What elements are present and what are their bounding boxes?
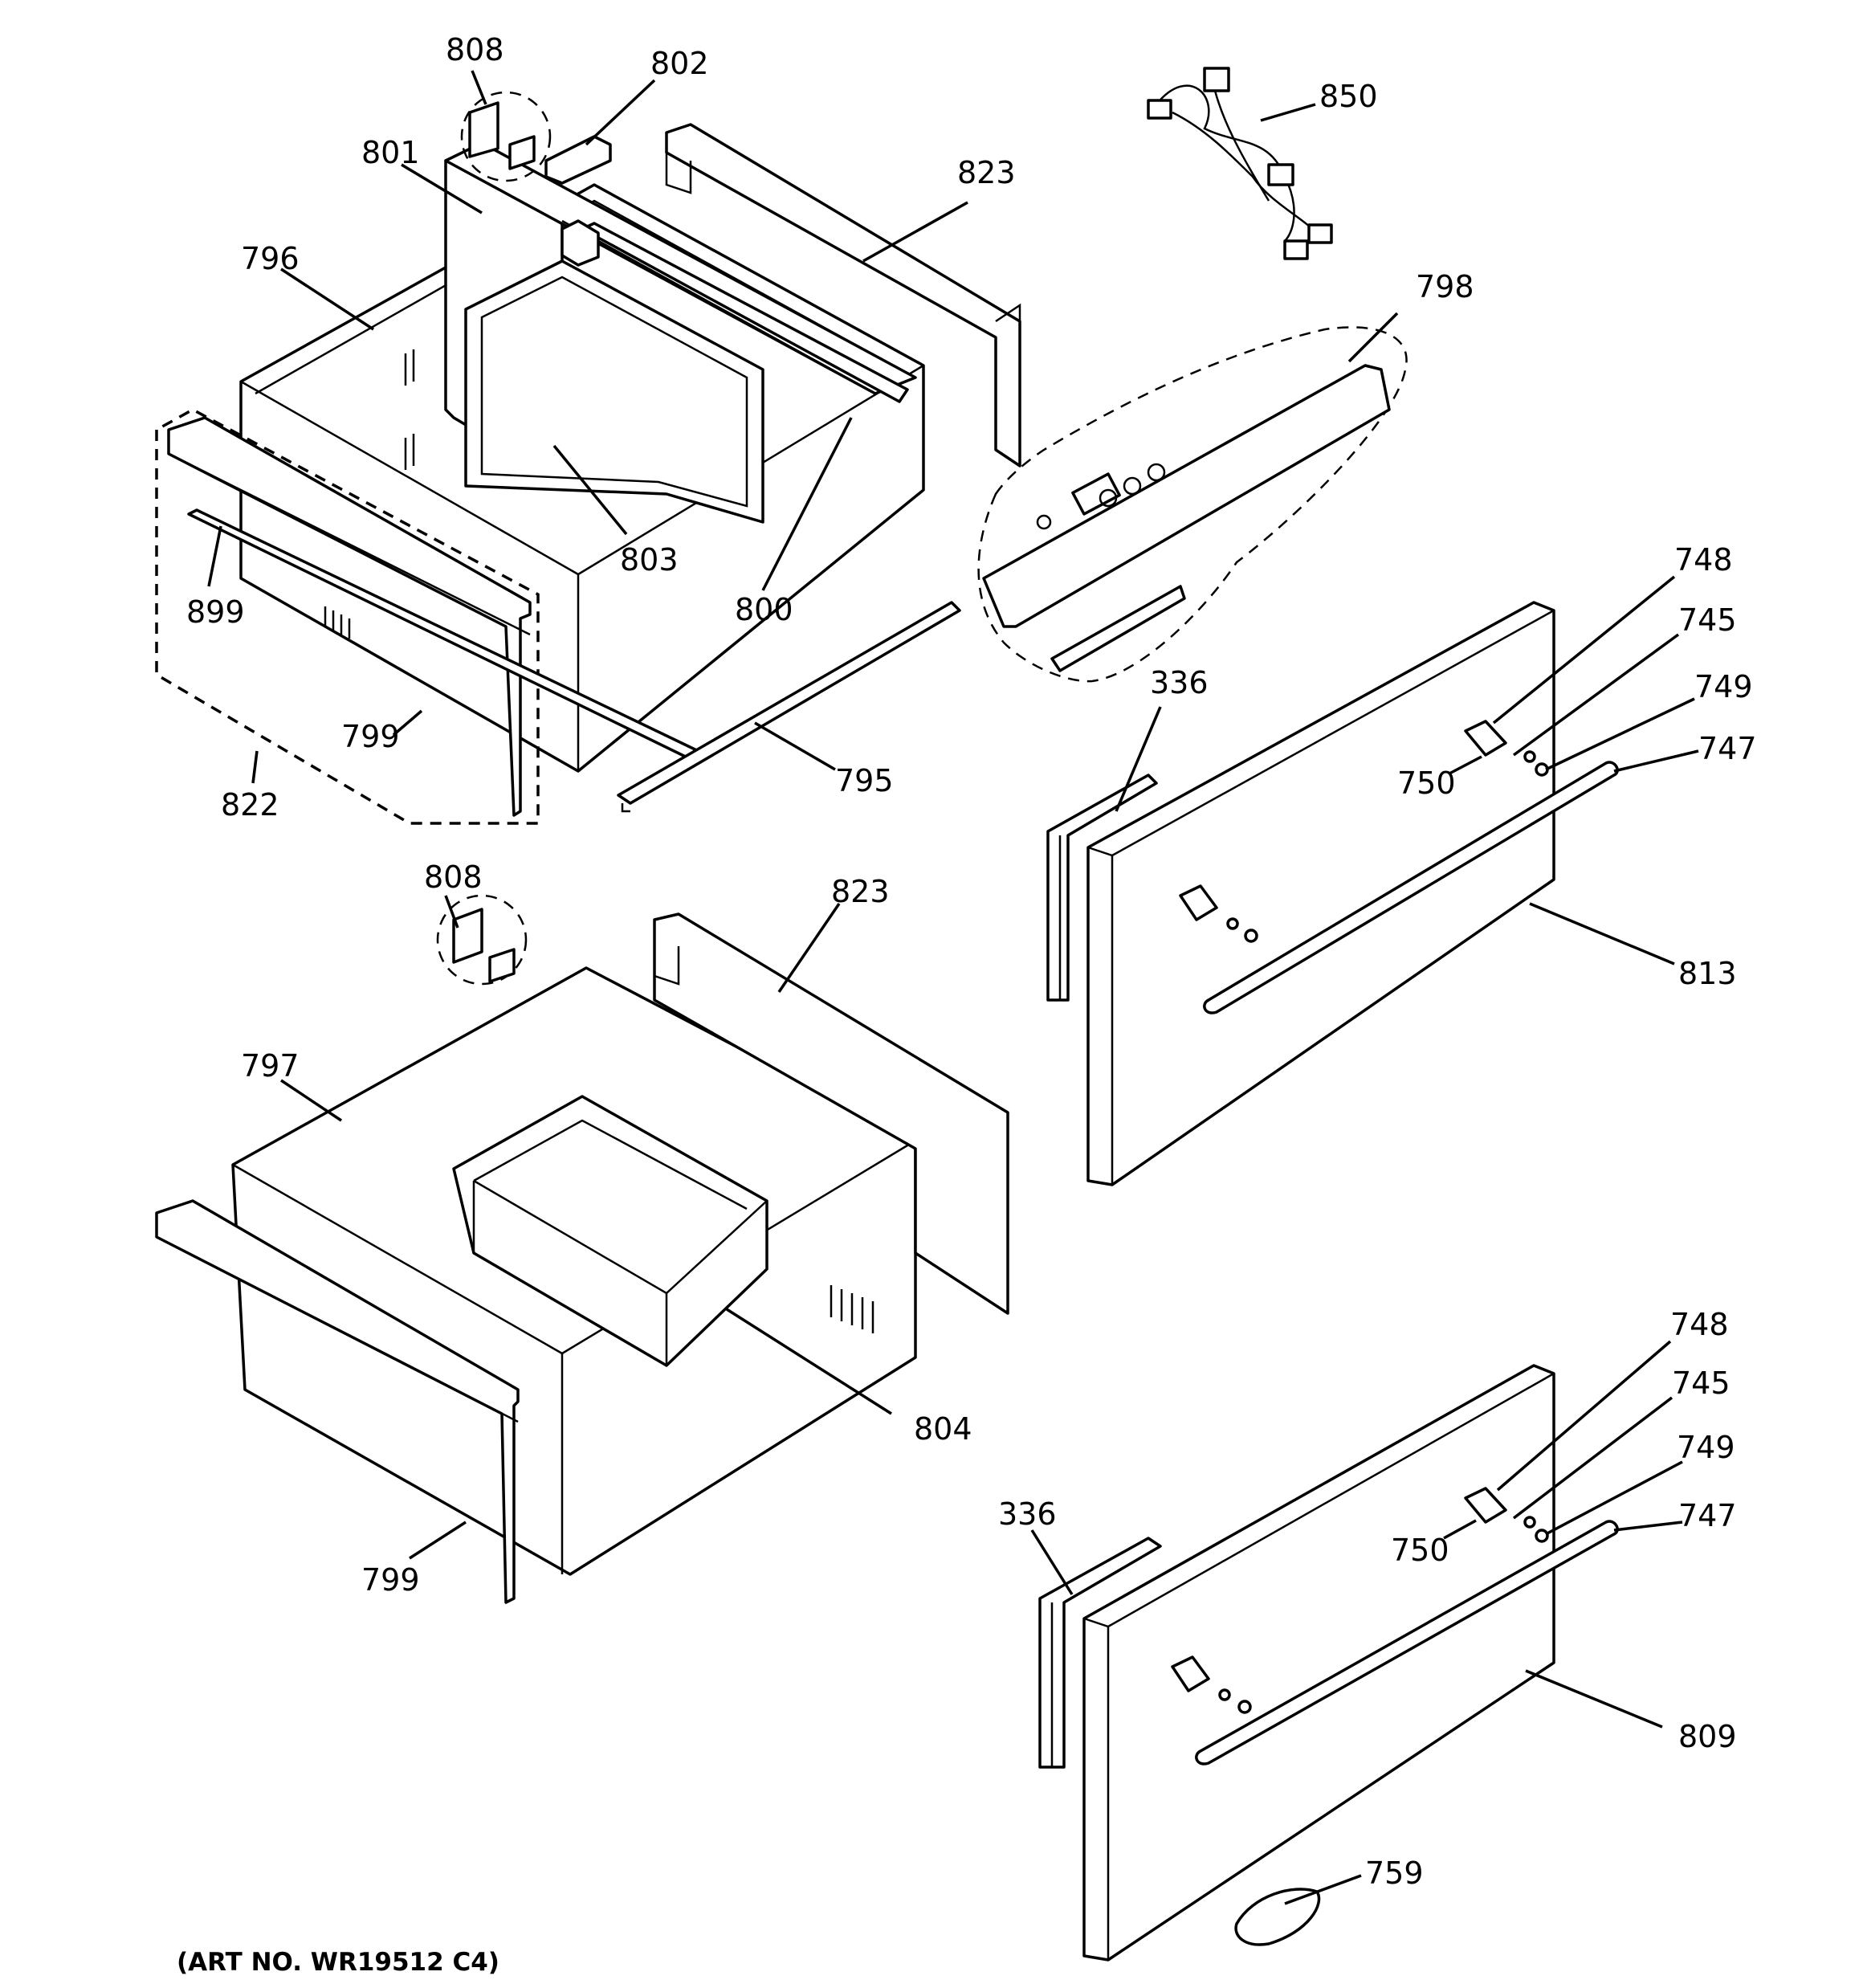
handle-747-upper bbox=[1203, 761, 1619, 1014]
clip-802 bbox=[544, 135, 612, 185]
label-850: 850 bbox=[1319, 79, 1378, 114]
clip-808-lower bbox=[452, 908, 483, 964]
label-798: 798 bbox=[1416, 269, 1474, 304]
clip-808-callout-upper bbox=[460, 91, 552, 182]
label-808b: 808 bbox=[424, 859, 483, 895]
label-747a: 747 bbox=[1698, 731, 1757, 766]
standoff-748-upper bbox=[1464, 720, 1507, 757]
label-750b: 750 bbox=[1391, 1533, 1449, 1568]
part-labels: 808 802 850 801 823 796 798 803 800 899 … bbox=[186, 32, 1757, 1891]
label-749a: 749 bbox=[1694, 669, 1753, 704]
label-803: 803 bbox=[620, 542, 679, 578]
label-745a: 745 bbox=[1678, 602, 1737, 638]
art-number: (ART NO. WR19512 C4) bbox=[177, 1948, 499, 1977]
front-vent-slots bbox=[324, 606, 351, 639]
label-336a: 336 bbox=[1150, 665, 1209, 700]
label-804: 804 bbox=[914, 1411, 972, 1447]
label-823a: 823 bbox=[957, 155, 1016, 190]
label-809: 809 bbox=[1678, 1719, 1737, 1754]
label-797: 797 bbox=[241, 1048, 300, 1084]
label-899: 899 bbox=[186, 594, 245, 630]
upper-drawer-assembly bbox=[155, 91, 1021, 825]
label-795: 795 bbox=[835, 763, 894, 798]
slide-823-upper bbox=[665, 123, 1021, 467]
rail-bracket bbox=[561, 219, 600, 267]
label-745b: 745 bbox=[1672, 1365, 1731, 1401]
label-747b: 747 bbox=[1678, 1498, 1737, 1533]
label-799b: 799 bbox=[361, 1562, 420, 1598]
label-800: 800 bbox=[735, 592, 793, 627]
label-336b: 336 bbox=[998, 1496, 1057, 1532]
control-panel-face bbox=[982, 364, 1391, 628]
label-748a: 748 bbox=[1674, 542, 1733, 578]
standoff-left-upper bbox=[1179, 884, 1218, 921]
lower-drawer-assembly bbox=[155, 894, 1009, 1604]
label-808a: 808 bbox=[446, 32, 504, 67]
door-panel-809 bbox=[1082, 1364, 1555, 1961]
clip-808-callout-lower bbox=[436, 894, 528, 986]
lower-door-assembly bbox=[1038, 1364, 1619, 1961]
drawer-front-799-upper bbox=[167, 416, 532, 817]
label-822: 822 bbox=[221, 787, 279, 823]
label-759: 759 bbox=[1365, 1855, 1424, 1891]
shelf-frame-803 bbox=[464, 259, 764, 524]
label-801: 801 bbox=[361, 135, 420, 170]
upper-door-assembly bbox=[1046, 601, 1619, 1186]
slide-823-lower bbox=[653, 912, 1009, 1315]
standoff-left-lower bbox=[1171, 1655, 1210, 1692]
badge-759 bbox=[1234, 1888, 1321, 1946]
clip-808-upper bbox=[468, 101, 499, 158]
wiring-harness-850 bbox=[1147, 67, 1333, 260]
label-750a: 750 bbox=[1397, 765, 1456, 801]
label-799a: 799 bbox=[341, 719, 400, 754]
label-749b: 749 bbox=[1677, 1430, 1735, 1465]
label-796: 796 bbox=[241, 241, 300, 276]
label-748b: 748 bbox=[1670, 1307, 1729, 1342]
label-802: 802 bbox=[650, 46, 709, 81]
gasket-336-upper bbox=[1046, 774, 1158, 1002]
control-panel-798 bbox=[977, 326, 1408, 683]
drawer-vent-slots-lower bbox=[830, 1285, 874, 1333]
label-823b: 823 bbox=[831, 874, 890, 909]
slide-rail-795 bbox=[617, 601, 961, 805]
leader-lines bbox=[207, 70, 1699, 1905]
slide-rail-800 bbox=[581, 222, 909, 403]
drawer-vent-slots bbox=[404, 349, 415, 470]
door-panel-813 bbox=[1086, 601, 1555, 1186]
control-board bbox=[1050, 585, 1186, 672]
handle-747-lower bbox=[1195, 1520, 1619, 1766]
standoff-748-lower bbox=[1464, 1487, 1507, 1524]
label-813: 813 bbox=[1678, 956, 1737, 991]
gasket-336-lower bbox=[1038, 1537, 1162, 1769]
